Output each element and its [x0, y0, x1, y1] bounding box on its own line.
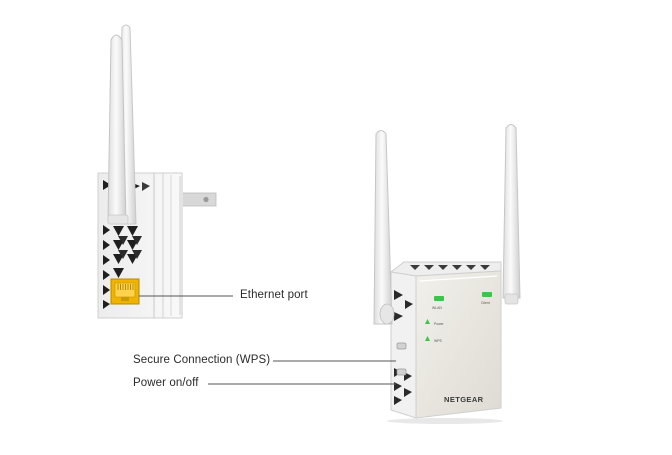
extender-front-view: WLAN Client Power WPS NETGEAR — [373, 124, 521, 424]
right-antenna — [502, 124, 521, 305]
brand-logo: NETGEAR — [444, 395, 484, 404]
front-face — [415, 270, 502, 419]
led-label-wlan: WLAN — [432, 306, 442, 310]
status-leds — [425, 292, 492, 341]
side-vents — [103, 180, 150, 309]
extender-side-view — [97, 24, 217, 319]
callout-power: Power on/off — [133, 377, 199, 389]
led-label-wps: WPS — [434, 339, 442, 343]
side-antennas — [107, 24, 137, 225]
wps-led — [425, 336, 430, 341]
plug-prong — [181, 192, 217, 207]
led-label-power: Power — [434, 322, 444, 326]
callout-wps: Secure Connection (WPS) — [133, 354, 271, 366]
wlan-led — [434, 296, 444, 301]
left-antenna — [373, 130, 395, 325]
top-vents — [410, 265, 490, 270]
led-label-client: Client — [481, 301, 490, 305]
client-led — [482, 292, 492, 297]
power-switch — [396, 368, 407, 376]
power-led — [425, 319, 430, 324]
callout-ethernet-port: Ethernet port — [240, 289, 308, 301]
ethernet-port — [110, 278, 140, 305]
wps-button — [396, 342, 407, 350]
